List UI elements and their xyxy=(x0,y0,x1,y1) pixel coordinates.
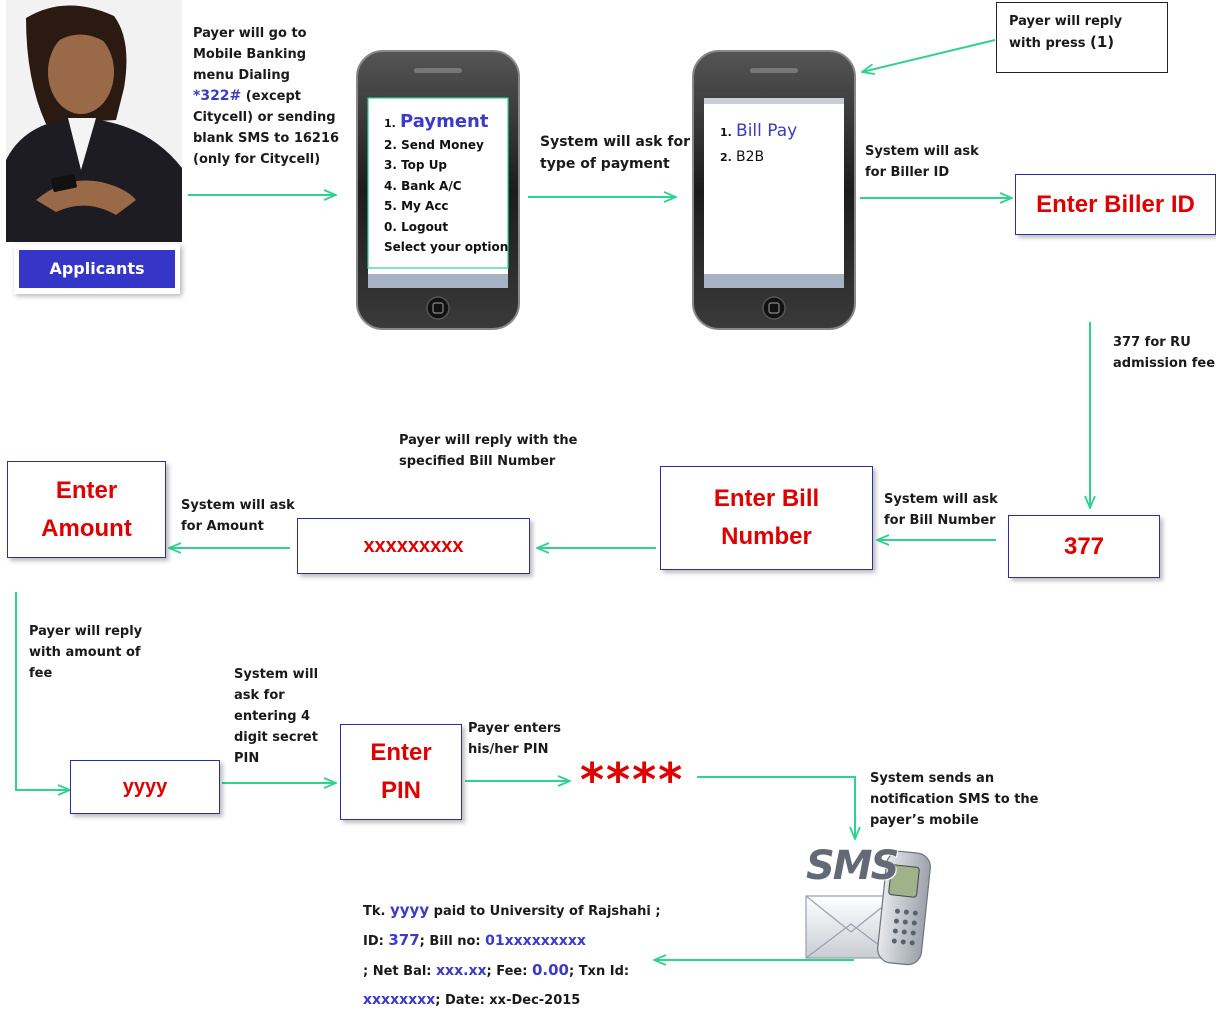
applicants-label: Applicants xyxy=(19,250,175,288)
menu-item-send-money[interactable]: 2. Send Money xyxy=(384,137,484,152)
phone-body-1 xyxy=(356,50,520,330)
ask-amount-text: System will ask for Amount xyxy=(181,498,295,534)
ask-type-text: System will ask for type of payment xyxy=(540,134,690,172)
phone-menu-1: 1. Payment 2. Send Money 3. Top Up 4. Ba… xyxy=(356,50,520,330)
ussd-code: *322# xyxy=(193,88,242,104)
menu-prompt: Select your option xyxy=(384,240,509,254)
menu-item-bill-pay[interactable]: Bill Pay xyxy=(736,121,798,141)
menu-item-top-up[interactable]: 3. Top Up xyxy=(384,158,448,172)
menu-item-payment[interactable]: Payment xyxy=(400,111,489,132)
menu-item-b2b[interactable]: B2B xyxy=(736,149,765,165)
reply-pin-text: Payer enters his/her PIN xyxy=(468,721,562,757)
amount-value-box: yyyy xyxy=(70,760,220,814)
arrow-amount-to-yyyy xyxy=(15,592,70,790)
enter-pin-box: Enter PIN xyxy=(340,724,462,820)
ask-pin-text: System will ask for entering 4 digit sec… xyxy=(234,667,319,766)
enter-bill-number-box: Enter Bill Number xyxy=(660,466,873,570)
applicant-photo xyxy=(6,0,182,242)
phone1-menu: 1. Payment 2. Send Money 3. Top Up 4. Ba… xyxy=(384,111,509,258)
person-illustration xyxy=(6,0,182,242)
box-377-label: 377 xyxy=(1063,532,1105,560)
reply-press-box: Payer will reply with press (1) xyxy=(996,2,1168,73)
reply-billnum-text: Payer will reply with the specified Bill… xyxy=(399,433,578,469)
sms-icon: SMS xyxy=(800,840,940,970)
enter-biller-id-label: Enter Biller ID xyxy=(1036,190,1195,218)
ask-biller-text: System will ask for Biller ID xyxy=(865,144,979,180)
phone-menu-2: 1. Bill Pay 2. B2B xyxy=(692,50,856,330)
arrow-stars-to-sms xyxy=(697,776,855,839)
ask-billnum-text: System will ask for Bill Number xyxy=(884,492,998,528)
reply-amount-text: Payer will reply with amount of fee xyxy=(29,624,143,681)
menu-item-bank-ac[interactable]: 4. Bank A/C xyxy=(384,178,462,193)
menu-item-my-acc[interactable]: 5. My Acc xyxy=(384,199,449,213)
dial-instructions: Payer will go to Mobile Banking menu Dia… xyxy=(193,26,340,167)
pin-stars: **** xyxy=(580,753,685,807)
menu-item-logout[interactable]: 0. Logout xyxy=(384,219,449,234)
phone2-menu: 1. Bill Pay 2. B2B xyxy=(720,121,798,165)
sms-notification-text: System sends an notification SMS to the … xyxy=(870,771,1039,828)
box-377: 377 xyxy=(1008,515,1160,578)
applicants-label-box: Applicants xyxy=(14,244,180,294)
notification-message: Tk. yyyy paid to University of Rajshahi … xyxy=(363,901,661,1008)
enter-amount-box: Enter Amount xyxy=(7,461,166,558)
note-377: 377 for RU admission fee xyxy=(1113,335,1216,371)
bill-number-value-box: xxxxxxxxx xyxy=(297,518,530,574)
sms-icon-label: SMS xyxy=(806,843,899,889)
enter-biller-id-box: Enter Biller ID xyxy=(1015,174,1216,235)
arrow-reply-to-phone2 xyxy=(862,39,996,72)
phone-body-2 xyxy=(692,50,856,330)
sms-envelope-phone-graphic xyxy=(805,850,931,966)
